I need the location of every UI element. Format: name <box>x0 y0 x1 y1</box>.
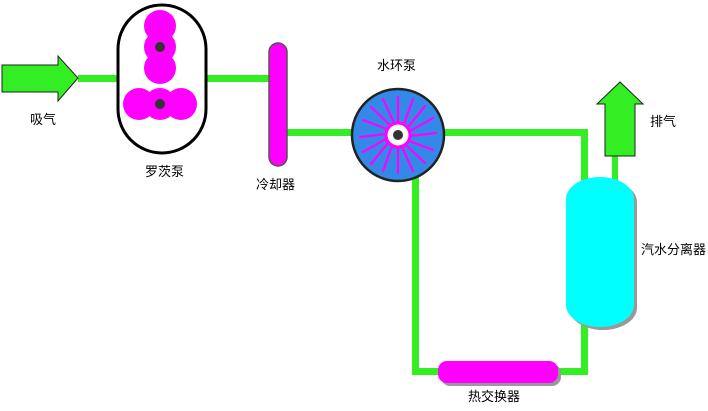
pipe-waterring-down <box>412 176 419 374</box>
heat-exchanger-body <box>438 361 558 383</box>
pipe-separator-to-exhaust <box>612 148 618 182</box>
separator-tank <box>566 177 634 327</box>
pipe-bottom-to-exchanger <box>412 368 442 375</box>
heat-exchanger <box>438 361 561 386</box>
cooler-label: 冷却器 <box>256 178 296 193</box>
water-ring-pump-shaft <box>393 130 403 140</box>
intake-arrow-icon <box>1 54 79 103</box>
pipe-waterring-to-separator-v <box>581 129 588 181</box>
pipe-cooler-to-waterring <box>286 129 356 136</box>
roots-upper-hub <box>155 42 165 52</box>
roots-pump <box>116 3 208 155</box>
exhaust-label: 排气 <box>650 115 677 130</box>
roots-lower-lobe-right <box>165 88 197 120</box>
pipes <box>78 75 618 375</box>
pipe-waterring-to-separator-h <box>440 129 588 136</box>
water-ring-pump-label: 水环泵 <box>377 59 417 74</box>
roots-pump-label: 罗茨泵 <box>145 165 185 180</box>
cooler <box>268 42 288 167</box>
water-ring-pump-blades <box>358 95 438 175</box>
intake-label: 吸气 <box>30 113 57 128</box>
pipe-intake-to-roots <box>78 75 120 82</box>
roots-lower-hub <box>155 99 165 109</box>
water-ring-pump <box>350 87 446 183</box>
pipe-separator-bottom <box>581 322 588 375</box>
heat-exchanger-label: 热交换器 <box>468 390 521 405</box>
pipe-exchanger-to-right <box>556 368 588 375</box>
exhaust-arrow-icon <box>595 81 645 157</box>
separator-label: 汽水分离器 <box>641 243 707 258</box>
pipe-roots-to-cooler <box>204 75 274 82</box>
roots-upper-lobe-bottom <box>144 52 176 84</box>
separator <box>566 177 637 330</box>
